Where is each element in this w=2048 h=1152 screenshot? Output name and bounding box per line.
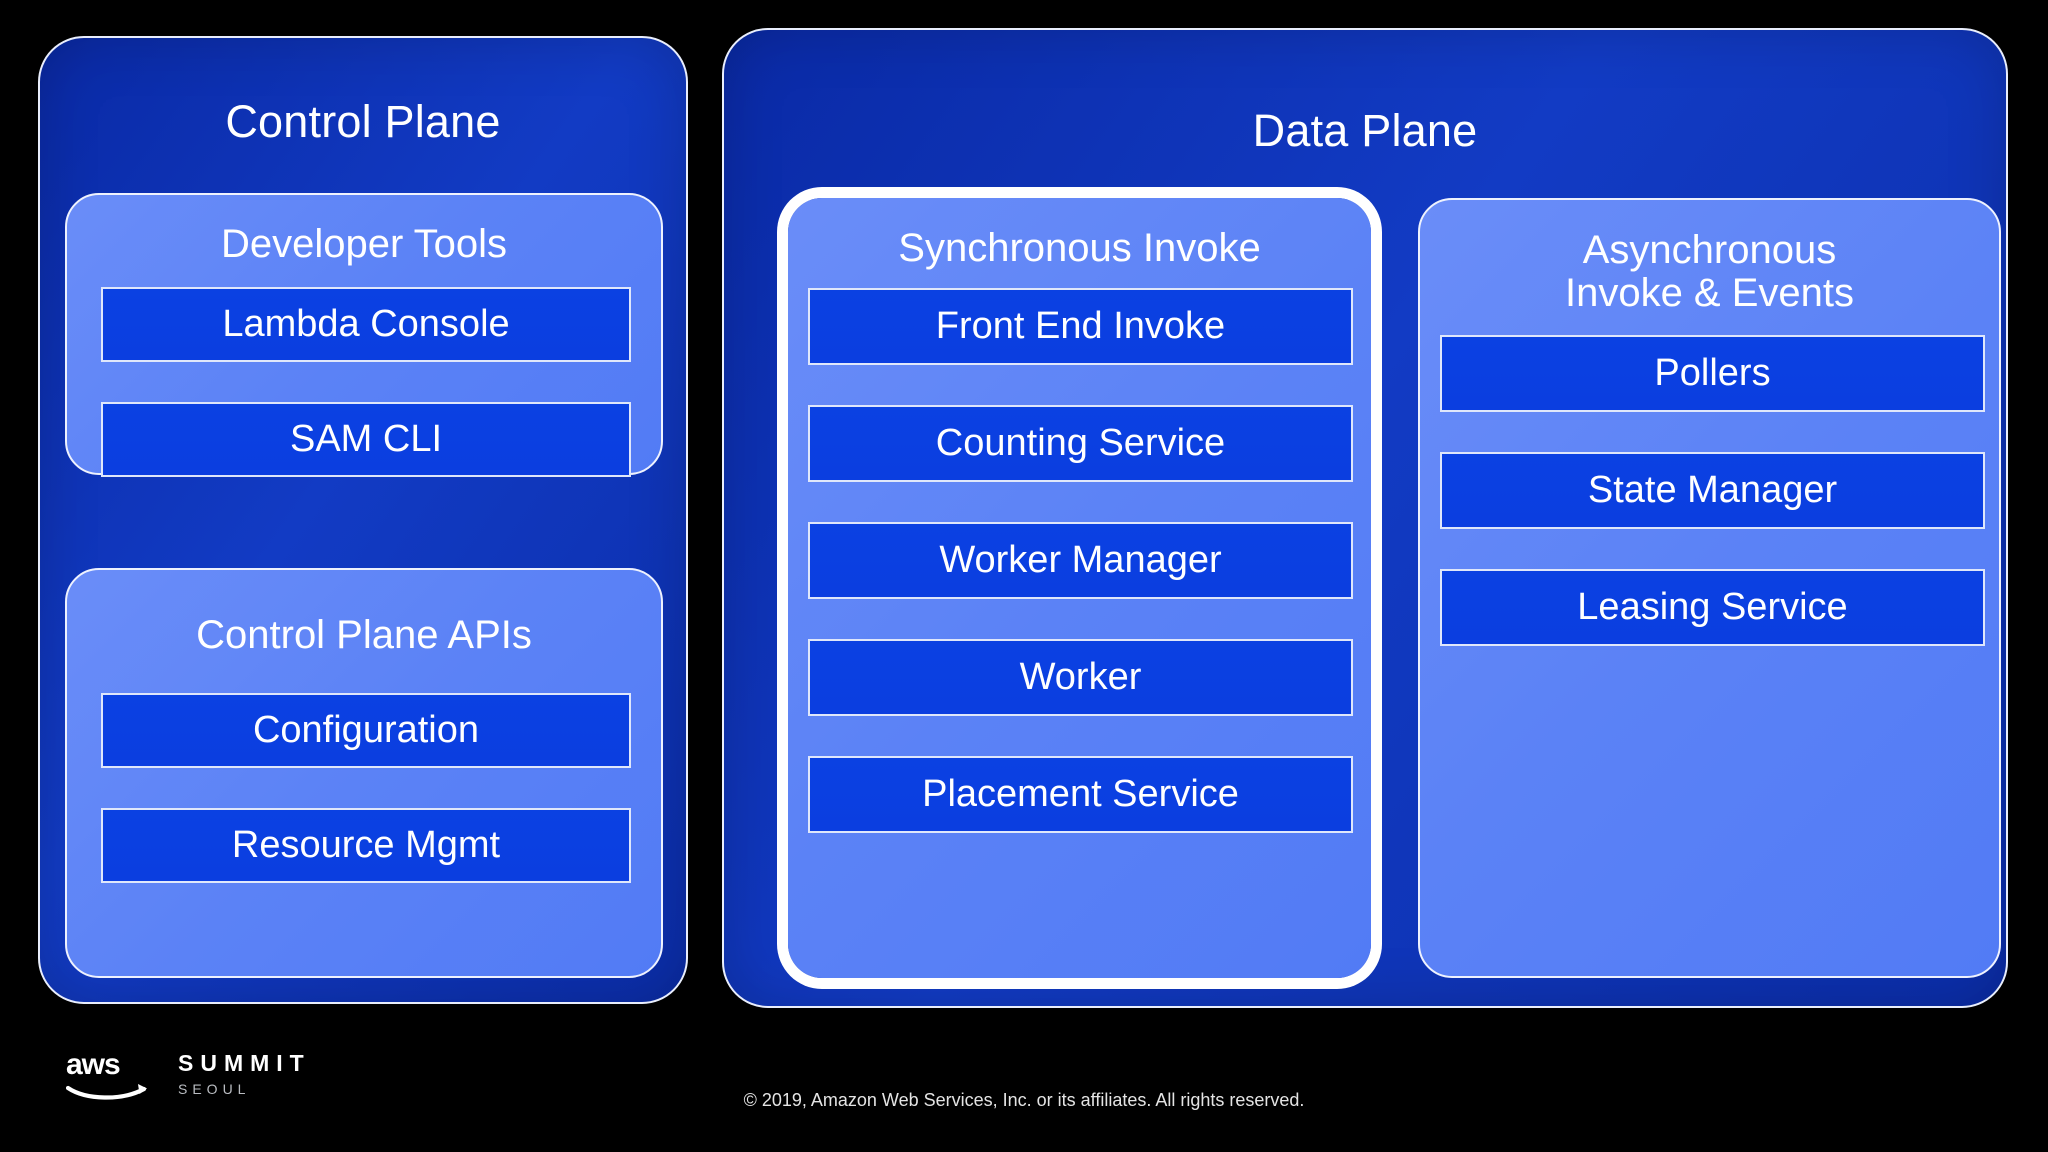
plane-data-plane: Data Plane Synchronous Invoke Front End …: [722, 28, 2008, 1008]
aws-summit-logo: aws SUMMIT SEOUL: [66, 1046, 311, 1102]
group-title-line-2: Invoke & Events: [1564, 271, 1855, 316]
plane-control-plane: Control Plane Developer Tools Lambda Con…: [38, 36, 688, 1004]
item-resource-mgmt[interactable]: Resource Mgmt: [101, 808, 631, 883]
group-title-control-plane-apis: Control Plane APIs: [196, 613, 532, 657]
group-title-asynchronous-invoke-events: Asynchronous Invoke & Events: [1420, 228, 1999, 316]
item-placement-service[interactable]: Placement Service: [808, 756, 1353, 833]
summit-label: SUMMIT: [178, 1050, 311, 1076]
item-pollers[interactable]: Pollers: [1440, 335, 1985, 412]
aws-logo-icon: aws: [66, 1046, 156, 1102]
item-counting-service[interactable]: Counting Service: [808, 405, 1353, 482]
svg-text:aws: aws: [66, 1048, 120, 1081]
group-developer-tools: Developer Tools Lambda Console SAM CLI: [65, 193, 663, 477]
item-front-end-invoke[interactable]: Front End Invoke: [808, 288, 1353, 365]
item-configuration[interactable]: Configuration: [101, 693, 631, 768]
item-leasing-service[interactable]: Leasing Service: [1440, 569, 1985, 646]
item-sam-cli[interactable]: SAM CLI: [101, 402, 631, 477]
group-title-line-1: Asynchronous: [1582, 228, 1837, 272]
plane-title-data-plane: Data Plane: [1252, 105, 1478, 156]
group-title-developer-tools: Developer Tools: [220, 222, 508, 266]
plane-title-control-plane: Control Plane: [225, 96, 501, 147]
summit-city-label: SEOUL: [178, 1081, 251, 1097]
group-asynchronous-invoke-events: Asynchronous Invoke & Events Pollers Sta…: [1418, 198, 2001, 978]
item-worker-manager[interactable]: Worker Manager: [808, 522, 1353, 599]
group-control-plane-apis: Control Plane APIs Configuration Resourc…: [65, 568, 663, 978]
group-synchronous-invoke: Synchronous Invoke Front End Invoke Coun…: [788, 198, 1371, 978]
item-lambda-console[interactable]: Lambda Console: [101, 287, 631, 362]
item-worker[interactable]: Worker: [808, 639, 1353, 716]
copyright-notice: © 2019, Amazon Web Services, Inc. or its…: [743, 1090, 1305, 1110]
group-title-synchronous-invoke: Synchronous Invoke: [898, 226, 1261, 270]
summit-text-block: SUMMIT SEOUL: [178, 1046, 311, 1097]
item-state-manager[interactable]: State Manager: [1440, 452, 1985, 529]
